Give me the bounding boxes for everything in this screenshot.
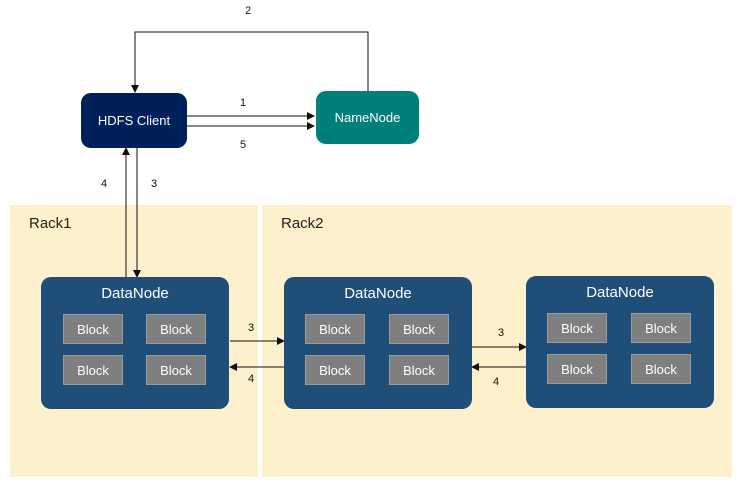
datanode-3-block-4: Block (631, 354, 691, 384)
edge-top-loop (131, 31, 369, 93)
datanode-3-block-1: Block (547, 313, 607, 343)
datanode-1-block-1: Block (63, 314, 123, 344)
datanode-3-block-2: Block (631, 313, 691, 343)
edge-label-dn2-dn3: 3 (498, 327, 505, 339)
datanode-2-block-1: Block (305, 314, 365, 344)
datanode-2-block-2: Block (389, 314, 449, 344)
namenode-node: NameNode (316, 91, 419, 144)
datanode-1-block-4: Block (146, 355, 206, 385)
datanode-2-block-4: Block (389, 355, 449, 385)
datanode-3-block-3: Block (547, 354, 607, 384)
datanode-3-title: DataNode (586, 284, 654, 301)
datanode-1-title: DataNode (101, 285, 169, 302)
datanode-2-block-3: Block (305, 355, 365, 385)
rack1-label: Rack1 (29, 215, 72, 232)
edge-label-dn2-dn1: 4 (248, 373, 255, 385)
edge-label-top-loop: 2 (245, 5, 252, 17)
edge-label-client-namenode-5: 5 (240, 139, 247, 151)
rack2-label: Rack2 (281, 215, 324, 232)
namenode-label: NameNode (334, 110, 401, 125)
edge-label-datanode-client: 4 (101, 178, 108, 190)
hdfs-client-label: HDFS Client (97, 113, 171, 128)
datanode-2: DataNode Block Block Block Block (284, 277, 472, 409)
datanode-1-block-2: Block (146, 314, 206, 344)
datanode-3: DataNode Block Block Block Block (526, 276, 714, 408)
edge-label-client-namenode-1: 1 (240, 97, 247, 109)
datanode-1-block-3: Block (63, 355, 123, 385)
edge-label-dn3-dn2: 4 (493, 376, 500, 388)
datanode-1: DataNode Block Block Block Block (41, 277, 229, 409)
hdfs-client-node: HDFS Client (81, 93, 187, 148)
edge-label-dn1-dn2: 3 (248, 322, 255, 334)
edge-label-client-datanode: 3 (151, 178, 158, 190)
datanode-2-title: DataNode (344, 285, 412, 302)
